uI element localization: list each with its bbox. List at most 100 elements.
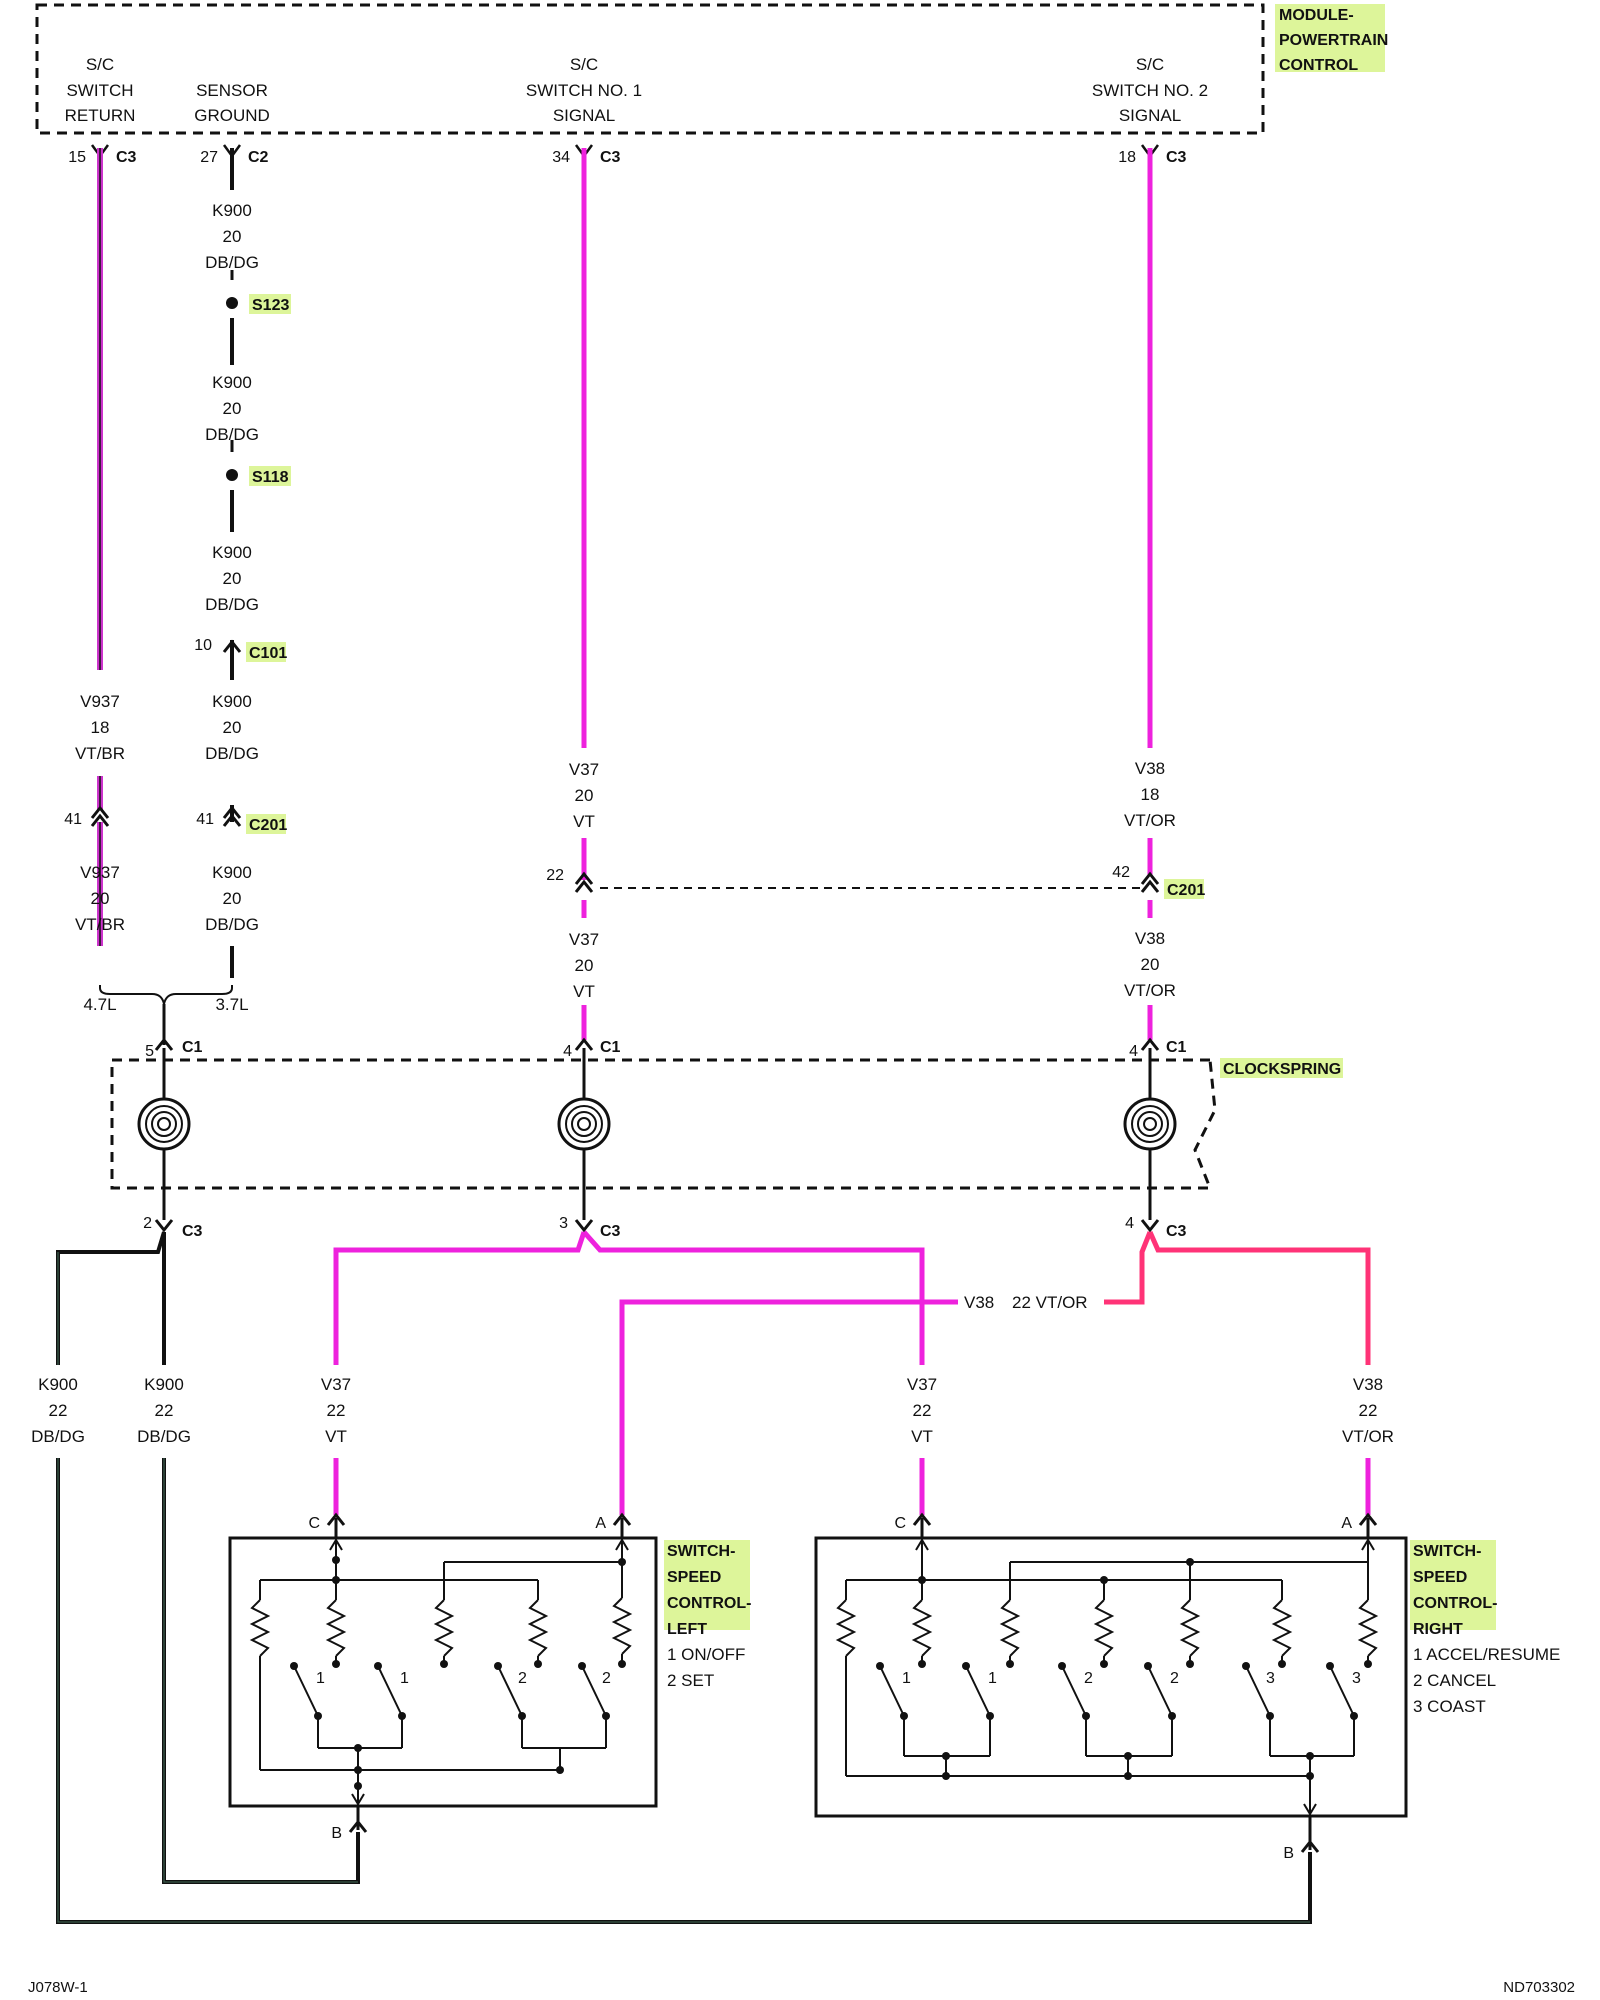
pcm-pin-label: S/C	[86, 55, 114, 74]
switch-pin-c: C	[894, 1515, 906, 1532]
c1-pin	[574, 1037, 594, 1051]
wire-label: VT/OR	[1124, 981, 1176, 1000]
wire-label: VT	[573, 812, 595, 831]
splice-highlight	[249, 466, 291, 486]
connector-c1: C1	[600, 1039, 621, 1056]
wire-label: DB/DG	[137, 1427, 191, 1446]
wire-label: 22	[49, 1401, 68, 1420]
c201-pin	[1140, 871, 1160, 893]
pcm-pin-label: SWITCH NO. 2	[1092, 81, 1208, 100]
c3-lower-pins	[154, 1219, 1160, 1233]
switch-function: 3 COAST	[1413, 1697, 1486, 1716]
splice-dot-s123	[226, 297, 238, 309]
switch-right-highlight	[1410, 1540, 1496, 1630]
connector-c201: C201	[249, 817, 287, 834]
contact-number: 3	[1266, 1670, 1275, 1687]
switch-left-name: CONTROL-	[667, 1595, 751, 1612]
wire-label: V37	[321, 1375, 351, 1394]
contact-number: 3	[1352, 1670, 1361, 1687]
switch-function: 1 ON/OFF	[667, 1645, 745, 1664]
switch-pin-c: C	[308, 1515, 320, 1532]
wire-label: 20	[223, 399, 242, 418]
pcm-name-1: MODULE-	[1279, 7, 1354, 24]
wire-label: K900	[212, 543, 252, 562]
pcm-pin-label: S/C	[1136, 55, 1164, 74]
pin-number: 10	[194, 637, 212, 654]
footer-right-code: ND703302	[1503, 1979, 1575, 1996]
wire-label: V38	[1353, 1375, 1383, 1394]
contact-number: 2	[602, 1670, 611, 1687]
wire-label: 20	[223, 227, 242, 246]
wire-label: K900	[38, 1375, 78, 1394]
wire-label: 18	[1141, 785, 1160, 804]
wire-label: VT	[911, 1427, 933, 1446]
wire-label: 20	[1141, 955, 1160, 974]
wire-label: 20	[575, 786, 594, 805]
pcm-pin-label: RETURN	[65, 106, 136, 125]
pin-number: 15	[68, 149, 86, 166]
switch-pin-a: A	[1341, 1515, 1352, 1532]
c1-pin	[154, 1037, 174, 1051]
wire-label: VT/BR	[75, 915, 125, 934]
wire-label: DB/DG	[205, 744, 259, 763]
wire-k900-ground-inner	[57, 1252, 1310, 1923]
pin-number: 2	[143, 1215, 152, 1232]
pcm-pin-label: SWITCH	[66, 81, 133, 100]
splice-s123: S123	[252, 297, 289, 314]
switch-right-name: SPEED	[1413, 1569, 1467, 1586]
pcm-pin-label: SIGNAL	[1119, 106, 1181, 125]
splice-s118: S118	[252, 469, 289, 486]
wire-v38-lower	[619, 1230, 1371, 1515]
clockspring-coils	[137, 1048, 1177, 1220]
wire-label: V937	[80, 692, 120, 711]
pin-number: 42	[1112, 864, 1130, 881]
connector-label: C3	[116, 149, 137, 166]
c101-pin	[222, 639, 242, 653]
wire-label-inline: V38	[964, 1293, 994, 1312]
switch-pin-b: B	[331, 1825, 342, 1842]
wire-label: DB/DG	[31, 1427, 85, 1446]
connector-highlight	[246, 814, 286, 834]
wire-label: VT/OR	[1124, 811, 1176, 830]
wire-label: K900	[144, 1375, 184, 1394]
pin-number: 41	[196, 811, 214, 828]
wire-label: K900	[212, 373, 252, 392]
switch-speed-control-right	[814, 1512, 1408, 1853]
pcm-pin-label: S/C	[570, 55, 598, 74]
contact-number: 2	[1170, 1670, 1179, 1687]
wire-label: V37	[569, 760, 599, 779]
wire-label: 22	[1359, 1401, 1378, 1420]
connector-c1: C1	[182, 1039, 203, 1056]
pin-number: 34	[552, 149, 570, 166]
wire-label: 20	[223, 718, 242, 737]
connector-label: C3	[600, 149, 621, 166]
switch-left-name: SWITCH-	[667, 1543, 735, 1560]
switch-function: 1 ACCEL/RESUME	[1413, 1645, 1560, 1664]
connector-highlight	[246, 642, 286, 662]
pcm-pin-label: GROUND	[194, 106, 270, 125]
clockspring-label: CLOCKSPRING	[1223, 1061, 1341, 1078]
switch-right-name: SWITCH-	[1413, 1543, 1481, 1560]
switch-left-name: LEFT	[667, 1621, 707, 1638]
pcm-pin-label: SIGNAL	[553, 106, 615, 125]
connector-c3: C3	[600, 1223, 621, 1240]
wire-label: 20	[91, 889, 110, 908]
wire-label: DB/DG	[205, 253, 259, 272]
switch-function: 2 SET	[667, 1671, 714, 1690]
wire-label: 20	[575, 956, 594, 975]
pin-number: 4	[563, 1043, 572, 1060]
pcm-name-3: CONTROL	[1279, 57, 1358, 74]
c1-pin	[1140, 1037, 1160, 1051]
contact-number: 1	[400, 1670, 409, 1687]
pcm-pin-label: SENSOR	[196, 81, 268, 100]
wire-label: K900	[212, 692, 252, 711]
wire-label: VT/OR	[1342, 1427, 1394, 1446]
engine-label-3-7l: 3.7L	[215, 995, 248, 1014]
wire-label: 18	[91, 718, 110, 737]
wire-label: V37	[569, 930, 599, 949]
wire-label: 22	[327, 1401, 346, 1420]
pin-number: 41	[64, 811, 82, 828]
connector-c201: C201	[1167, 882, 1205, 899]
pin-number: 3	[559, 1215, 568, 1232]
switch-right-name: RIGHT	[1413, 1621, 1463, 1638]
